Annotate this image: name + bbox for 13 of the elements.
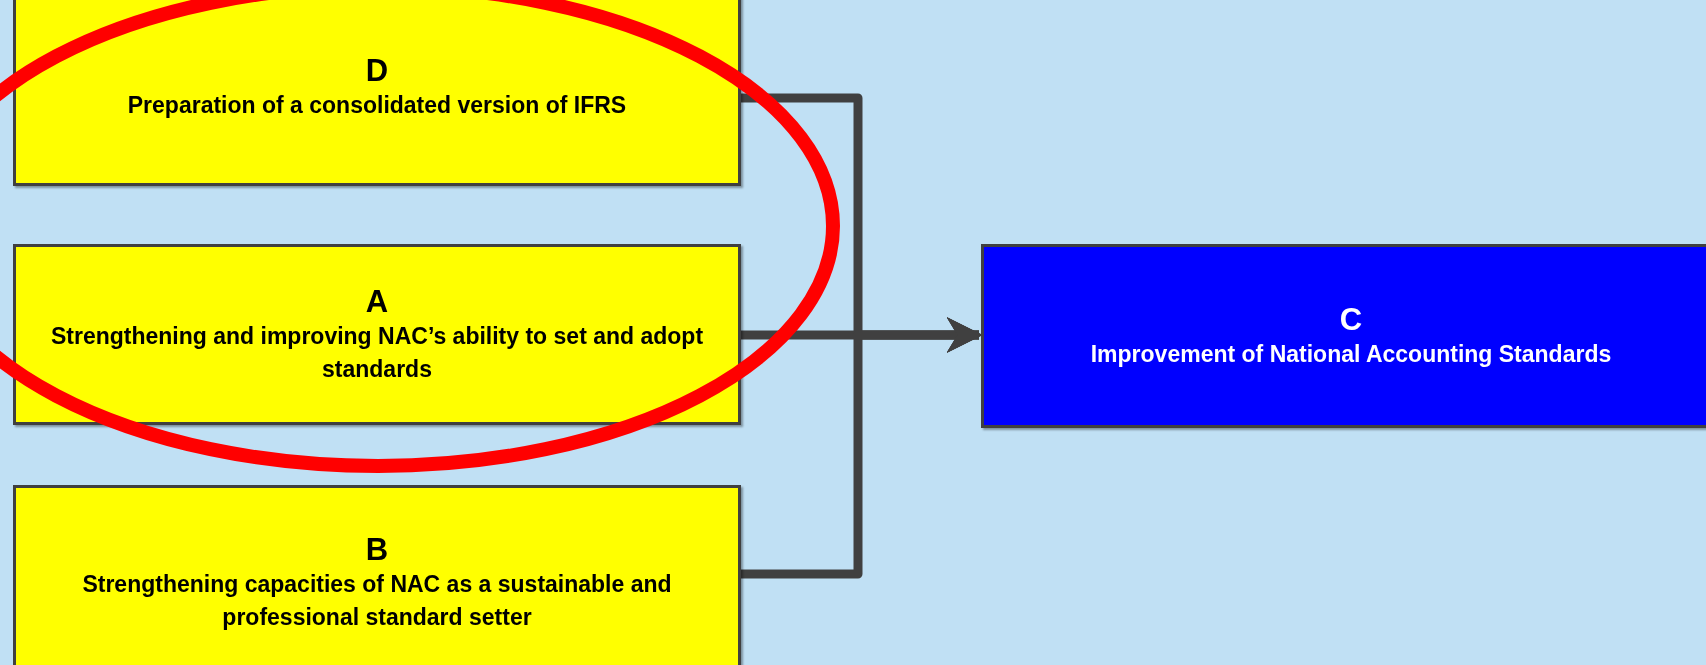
box-description: Strengthening capacities of NAC as a sustainable and professional standard setter (81, 569, 673, 633)
box-description: Improvement of National Accounting Standards (1089, 339, 1613, 369)
connector-arrow (741, 317, 983, 579)
process-box (13, 0, 741, 186)
box-letter: C (1339, 300, 1363, 338)
box-letter: D (365, 51, 389, 89)
box-letter: A (365, 282, 389, 320)
process-box (981, 244, 1706, 428)
process-box (13, 485, 741, 665)
box-letter: B (365, 530, 389, 568)
process-box (13, 244, 741, 425)
box-description: Strengthening and improving NAC’s ability to set and adopt standards (49, 321, 705, 385)
box-description: Preparation of a consolidated version of IFRS (126, 90, 628, 120)
